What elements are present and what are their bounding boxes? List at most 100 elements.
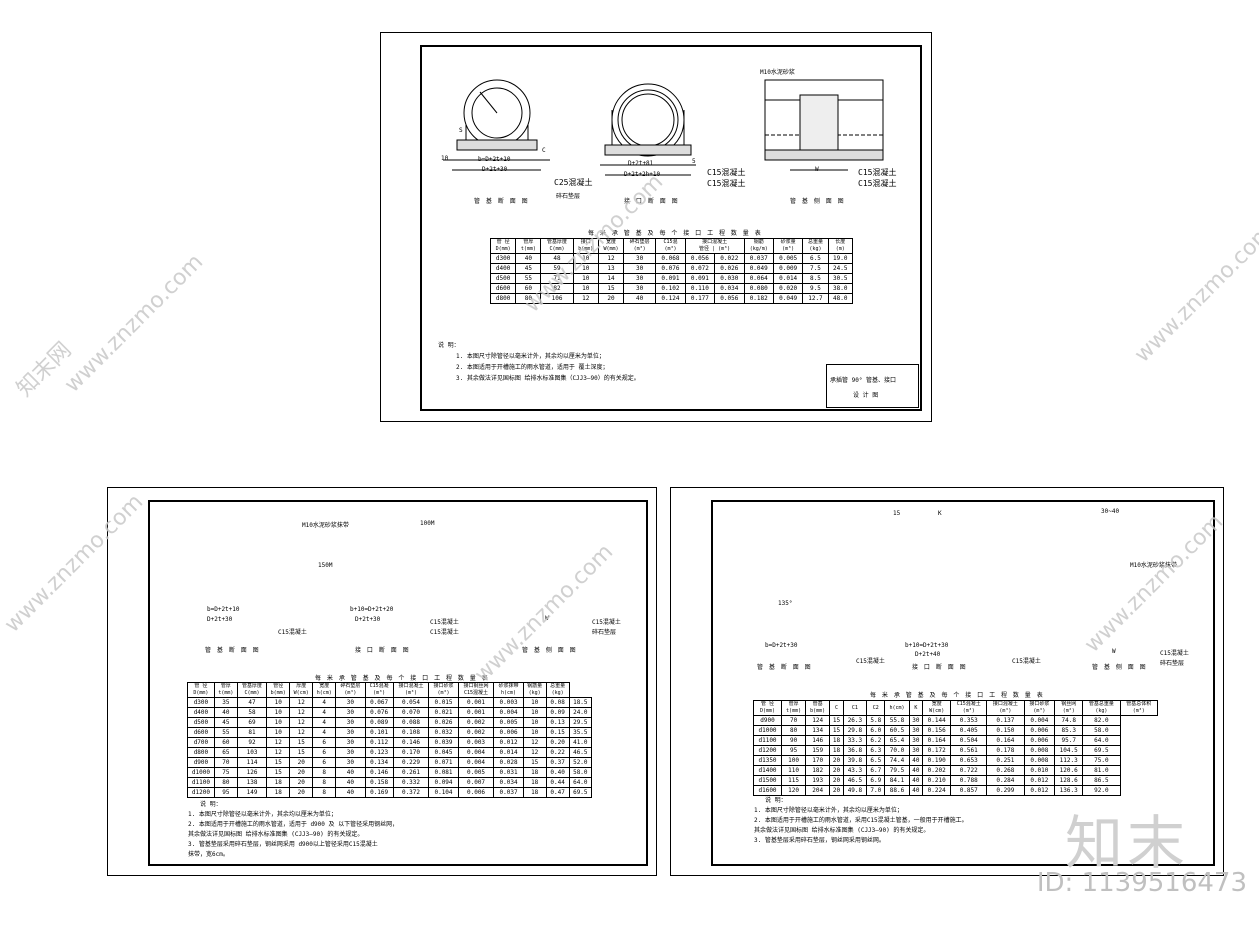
top-table-cell: d500 — [489, 273, 517, 284]
right-table-cell: 29.8 — [842, 725, 868, 736]
right-table-cell: 7.0 — [866, 785, 886, 796]
top-dim-c: C — [542, 147, 546, 154]
right-table-cell: 92.0 — [1082, 785, 1121, 796]
right-table-cell: 74.4 — [884, 755, 910, 766]
left-table-cell: 8 — [312, 787, 337, 798]
top-notes-title: 说 明： — [438, 342, 460, 349]
right-c15b-label: C15混凝土 — [1012, 658, 1041, 665]
left-table-cell: 92 — [236, 737, 268, 748]
top-table-cell: 10 — [572, 283, 599, 294]
left-table-header-cell: 总重量 (kg) — [545, 682, 570, 698]
left-table-cell: 10 — [522, 707, 547, 718]
right-table-cell: 100 — [781, 755, 807, 766]
right-table-cell: 0.224 — [922, 785, 952, 796]
left-table-header: 管 径 D(mm)管厚 t(mm)管基厚度 C(mm)管径 b(mm)厚度 W(… — [187, 682, 592, 698]
left-table-cell: 0.054 — [392, 697, 430, 708]
right-table-cell: d900 — [752, 715, 783, 726]
right-table-header-cell: 接口砂浆 (m³) — [1023, 700, 1056, 716]
left-table-cell: 149 — [236, 787, 268, 798]
right-m10-label: M10水泥砂浆抹带 — [1130, 562, 1177, 569]
right-drawing-frame — [711, 500, 1215, 866]
left-table-cell: 0.09 — [545, 707, 570, 718]
left-table-cell: 70 — [213, 757, 238, 768]
right-table-cell: 0.008 — [1023, 755, 1056, 766]
top-table-cell: 80 — [515, 293, 542, 304]
left-table-cell: 47 — [236, 697, 268, 708]
left-table-cell: 10 — [522, 727, 547, 738]
left-table-cell: 0.094 — [428, 777, 459, 788]
top-table-cell: 0.037 — [743, 253, 774, 264]
top-joint-dim-d: D+2t+2h+10 — [624, 171, 661, 178]
right-table-cell: d1200 — [752, 745, 783, 756]
right-k-label: K — [938, 510, 942, 517]
left-table-cell: 0.005 — [457, 767, 495, 778]
right-table-cell: 40 — [908, 785, 924, 796]
left-table-cell: d1200 — [187, 787, 215, 798]
right-dim-d: D+2t+40 — [915, 651, 941, 658]
left-section-title-1: 管 基 断 面 图 — [205, 647, 261, 654]
right-table-cell: 0.857 — [950, 785, 988, 796]
left-table-cell: 10 — [266, 727, 291, 738]
left-c15a-label: C15混凝土 — [278, 629, 307, 636]
right-table-cell: 0.722 — [950, 765, 988, 776]
right-table-cell: d1500 — [752, 775, 783, 786]
left-table-cell: 0.003 — [493, 697, 524, 708]
top-table-cell: 0.076 — [655, 263, 686, 274]
left-table-cell: 0.026 — [428, 717, 459, 728]
right-table-cell: 70 — [781, 715, 807, 726]
left-100m-label: 100M — [420, 520, 435, 527]
right-table-header-cell: 管基总重量 (kg) — [1082, 700, 1121, 716]
left-table-cell: 0.081 — [428, 767, 459, 778]
right-table-cell: 15 — [829, 715, 844, 726]
right-note-2: 2. 本图适用于开槽施工的雨水管道，采用C15混凝土管基，一般用于开槽施工。 — [754, 817, 968, 824]
top-table-cell: 14 — [597, 273, 625, 284]
right-table-cell: 0.653 — [950, 755, 988, 766]
left-table-cell: 18 — [522, 767, 547, 778]
right-table-cell: 112.3 — [1054, 755, 1084, 766]
left-150m-label: 150M — [318, 562, 333, 569]
right-table-header-cell: 管厚 t(mm) — [781, 700, 807, 716]
top-table-cell: 0.026 — [714, 263, 745, 274]
right-table-cell: 30 — [908, 725, 924, 736]
right-table-cell: 81.0 — [1082, 765, 1121, 776]
left-table-cell: 0.070 — [392, 707, 430, 718]
left-table-cell: d300 — [187, 697, 215, 708]
left-table-cell: 10 — [266, 707, 291, 718]
right-table-cell: 0.004 — [1023, 715, 1056, 726]
left-table-cell: 0.006 — [457, 787, 495, 798]
right-c15c-label: C15混凝土 — [1160, 650, 1189, 657]
top-table-cell: 30 — [623, 273, 657, 284]
left-table-header-cell: 管径 b(mm) — [266, 682, 291, 698]
left-joint-dim-b: b+10=D+2t+20 — [350, 606, 394, 613]
left-table-cell: 4 — [312, 727, 337, 738]
left-table-cell: 29.5 — [568, 717, 593, 728]
left-table-cell: 8 — [312, 767, 337, 778]
left-table-cell: 0.108 — [392, 727, 430, 738]
left-table-cell: 6 — [312, 757, 337, 768]
left-drawing-sheet — [107, 487, 657, 876]
right-table-cell: 0.405 — [950, 725, 988, 736]
top-th-11: 长度(m) — [827, 238, 854, 254]
top-table-cell: 13 — [597, 263, 625, 274]
right-table-cell: 0.144 — [922, 715, 952, 726]
right-cushion-label: 碎石垫层 — [1160, 660, 1185, 667]
top-c25-label: C25混凝土 — [554, 178, 593, 187]
right-table-cell: 0.172 — [922, 745, 952, 756]
left-table-header-cell: 接口混凝土 (m³) — [392, 682, 430, 698]
left-table-cell: 4 — [312, 697, 337, 708]
right-table-cell: 70.0 — [884, 745, 910, 756]
left-table-cell: 30 — [335, 707, 366, 718]
left-table-cell: 40 — [335, 777, 366, 788]
right-table-cell: 64.0 — [1082, 735, 1121, 746]
top-table-cell: 20 — [597, 293, 625, 304]
right-table-cell: 6.0 — [866, 725, 886, 736]
right-table-cell: 104.5 — [1054, 745, 1084, 756]
left-table-cell: 18 — [522, 787, 547, 798]
right-notes-title: 说 明： — [765, 797, 787, 804]
